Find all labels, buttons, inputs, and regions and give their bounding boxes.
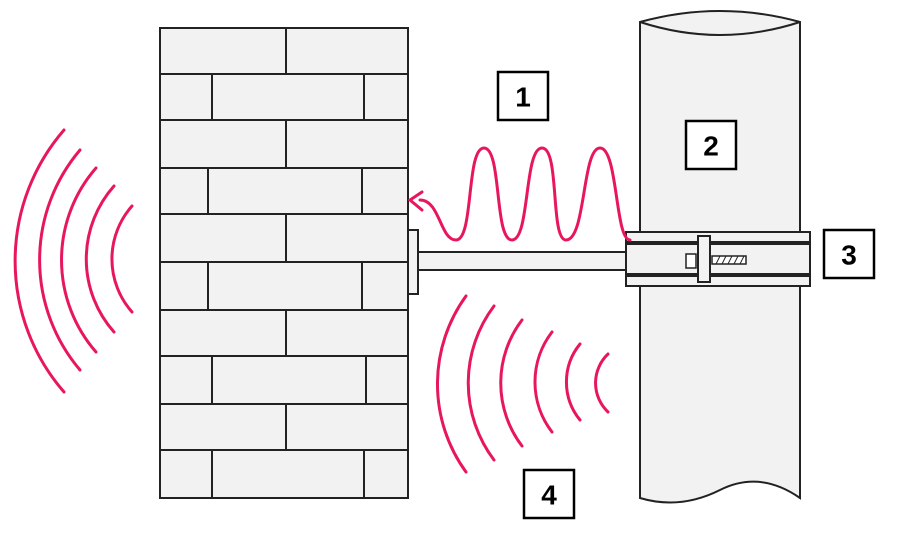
airborne-sound-left [13,128,134,394]
structure-borne-vibration [407,146,632,242]
radiated-sound [436,294,610,474]
pipe-clamp [625,231,811,287]
label-3-text: 3 [841,240,857,271]
brick-joints [207,28,367,498]
label-3: 3 [822,228,876,280]
label-2-text: 2 [703,131,719,162]
label-1: 1 [496,70,550,122]
label-1-text: 1 [515,82,531,113]
label-4: 4 [522,468,576,520]
mounting-rod [407,229,633,295]
brick-wall [159,27,409,499]
label-4-text: 4 [541,480,557,511]
label-2: 2 [684,119,738,171]
